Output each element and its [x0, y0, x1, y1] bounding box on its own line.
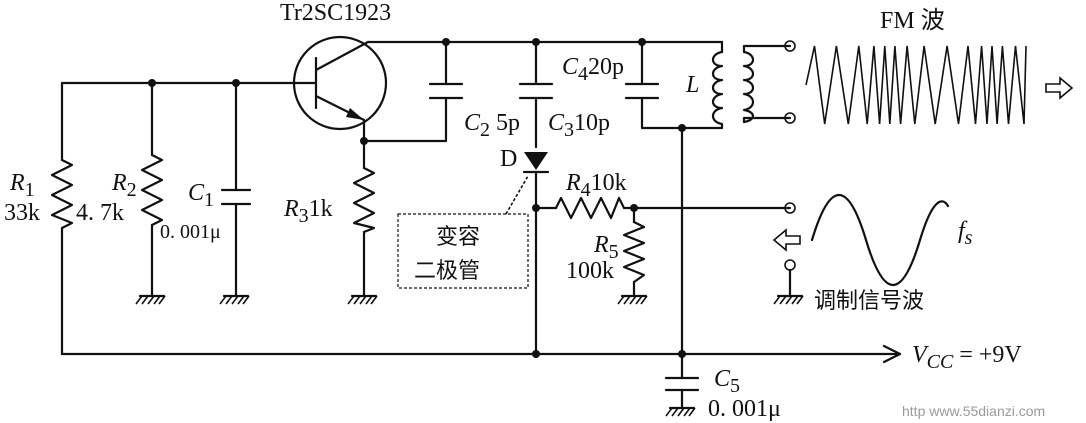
- r2-value: 4. 7k: [76, 200, 124, 226]
- varactor-diode-symbol: [522, 152, 550, 174]
- varactor-callout-leader: [505, 175, 529, 215]
- secondary-coil: [742, 50, 755, 124]
- r1-value: 33k: [4, 200, 40, 226]
- varactor-note-line2: 二极管: [414, 259, 480, 284]
- vcc-arrow: [882, 344, 902, 364]
- c2-label: C2 5p: [464, 110, 520, 141]
- sine-waveform: [810, 193, 950, 287]
- fm-waveform: [805, 45, 1027, 125]
- secondary-wire: [742, 44, 792, 124]
- r3-name: R31k: [283, 196, 333, 227]
- r1-zigzag: [50, 158, 74, 230]
- ground-symbol-c5: [665, 406, 696, 417]
- input-arrow-icon: [772, 228, 801, 252]
- junction-dot: [638, 38, 646, 46]
- modulation-label: 调制信号波: [814, 289, 924, 314]
- junction-dot: [678, 350, 686, 358]
- r5-name: R5: [593, 232, 619, 263]
- junction-dot: [532, 204, 540, 212]
- c1-name: C1: [188, 180, 214, 211]
- r5-zigzag: [622, 220, 646, 284]
- varactor-callout-box: [397, 213, 529, 289]
- junction-dot: [442, 38, 450, 46]
- r1-name: R1: [9, 170, 35, 201]
- modulation-symbol: fs: [958, 218, 973, 249]
- junction-dot: [360, 137, 368, 145]
- ground-symbol-r2: [135, 294, 166, 305]
- junction-dot: [532, 38, 540, 46]
- c1-value: 0. 001μ: [160, 221, 221, 243]
- mod-input-terminal: [784, 202, 796, 214]
- primary-coil: [711, 50, 724, 126]
- r3-zigzag: [352, 166, 376, 234]
- r5-value: 100k: [566, 258, 614, 284]
- c5-name: C5: [714, 366, 740, 397]
- ground-symbol-c1: [219, 294, 250, 305]
- c2-plates: [428, 82, 464, 100]
- r2-name: R2: [111, 170, 137, 201]
- r4-label: R410k: [565, 170, 627, 201]
- c3-label: C310p: [548, 110, 610, 141]
- output-arrow-icon: [1045, 76, 1074, 100]
- inductor-label: L: [685, 72, 699, 98]
- varactor-note-line1: 变容: [436, 225, 480, 250]
- junction-dot: [678, 124, 686, 132]
- watermark: http www.55dianzi.com: [902, 403, 1045, 419]
- junction-dot: [232, 79, 240, 87]
- c3-plates: [518, 82, 554, 100]
- c4-label: C420p: [562, 54, 624, 85]
- c5-value: 0. 001μ: [708, 396, 781, 422]
- transistor-symbol: [290, 35, 388, 131]
- c4-wire: [640, 40, 684, 130]
- c4-plates: [624, 82, 660, 100]
- ground-symbol-mod: [773, 294, 804, 305]
- tank-wire: [680, 40, 724, 130]
- junction-dot: [630, 204, 638, 212]
- output-terminal-top: [784, 40, 796, 52]
- transistor-label: Tr2SC1923: [280, 0, 391, 26]
- c5-plates: [664, 376, 700, 392]
- mod-ground-terminal: [784, 259, 796, 271]
- c1-plates: [220, 188, 252, 206]
- r2-zigzag: [140, 153, 164, 227]
- ground-symbol-r3: [347, 294, 378, 305]
- fm-wave-label: FM 波: [880, 7, 945, 34]
- junction-dot: [532, 350, 540, 358]
- ground-symbol-r5: [617, 294, 648, 305]
- output-terminal-bottom: [784, 112, 796, 124]
- supply-label: VCC = +9V: [912, 342, 1022, 373]
- junction-dot: [148, 79, 156, 87]
- c2-wire: [362, 40, 448, 143]
- r4-zigzag: [554, 196, 626, 220]
- diode-label: D: [500, 146, 517, 172]
